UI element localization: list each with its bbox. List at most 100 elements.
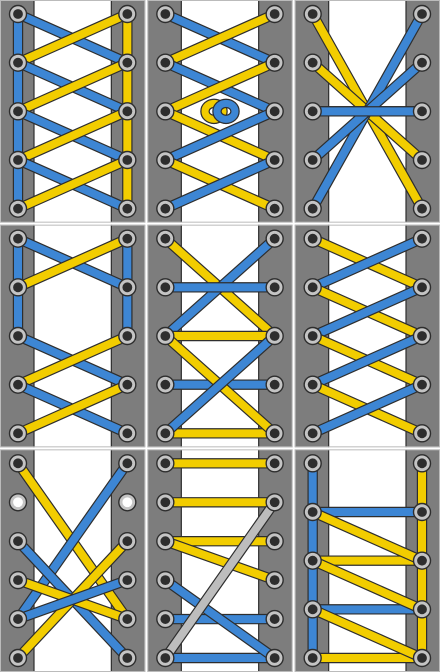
lacing-panel bbox=[294, 449, 440, 672]
eyelet-hole bbox=[160, 428, 171, 439]
eyelet-hole bbox=[307, 331, 318, 341]
eyelet-hole bbox=[13, 536, 23, 547]
eyelet-hole bbox=[122, 203, 133, 214]
eyelet-hole bbox=[269, 9, 280, 19]
panel-content bbox=[147, 0, 293, 223]
eyelet-hole bbox=[122, 282, 133, 293]
eyelet-hole bbox=[13, 575, 23, 586]
eyelet-hole bbox=[269, 331, 280, 341]
eyelet-hole bbox=[269, 497, 280, 508]
eyelet-hole bbox=[160, 9, 171, 19]
blue-lace-segment bbox=[308, 332, 427, 389]
eyelet-hole bbox=[160, 57, 171, 68]
eyelet-hole bbox=[13, 282, 23, 293]
eyelet-hole bbox=[307, 106, 318, 117]
eyelet-hole bbox=[13, 653, 23, 663]
lacing-panel bbox=[0, 0, 146, 223]
knot-loop-blue bbox=[213, 99, 239, 123]
eyelet-hole bbox=[160, 203, 171, 214]
eyelet-hole bbox=[122, 233, 133, 244]
blue-lace-segment bbox=[161, 332, 279, 438]
eyelet-hole bbox=[160, 497, 171, 508]
lacing-panel bbox=[0, 449, 146, 672]
panel-border bbox=[147, 224, 293, 448]
eyelet-hole bbox=[417, 507, 427, 517]
eyelet-hole bbox=[13, 106, 23, 117]
blue-lace-segment bbox=[308, 234, 427, 292]
eyelet-hole bbox=[307, 379, 318, 390]
eyelet-hole bbox=[122, 155, 133, 165]
blue-lace-segment bbox=[161, 107, 279, 164]
eyelet-hole bbox=[13, 233, 23, 244]
eyelet-hole bbox=[417, 458, 427, 469]
eyelet-hole bbox=[122, 653, 133, 663]
eyelet-hole bbox=[122, 536, 133, 547]
panel-border bbox=[0, 224, 146, 448]
eyelet-hole bbox=[269, 203, 280, 214]
blue-lace-segment bbox=[14, 576, 132, 624]
panel-content bbox=[294, 449, 440, 672]
eyelet-hole bbox=[122, 9, 133, 19]
eyelet-hole bbox=[122, 106, 133, 117]
yellow-lace-segment bbox=[14, 58, 132, 116]
eyelet-hole bbox=[13, 155, 23, 165]
eyelet-hole bbox=[13, 203, 23, 214]
eyelet-hole bbox=[269, 536, 280, 547]
eyelet-hole bbox=[160, 458, 171, 469]
blue-lace-segment bbox=[161, 156, 279, 213]
eyelet-hole bbox=[122, 57, 133, 68]
eyelet-hole bbox=[160, 536, 171, 547]
panel-content bbox=[0, 0, 146, 223]
eyelet-hole bbox=[160, 575, 171, 586]
panel-content bbox=[0, 449, 146, 672]
blue-lace-segment bbox=[14, 459, 132, 624]
eyelet-hole bbox=[122, 428, 133, 439]
eyelet-hole bbox=[269, 428, 280, 439]
eyelet-hole bbox=[417, 555, 427, 566]
yellow-lace-segment bbox=[161, 537, 279, 585]
eyelet-hole bbox=[160, 155, 171, 165]
grey-lace-segment bbox=[161, 498, 279, 662]
eyelet-hole bbox=[307, 57, 318, 68]
yellow-lace-segment bbox=[14, 156, 132, 213]
yellow-lace-segment bbox=[14, 234, 132, 292]
right-flap bbox=[258, 449, 293, 672]
yellow-lace-segment bbox=[14, 332, 132, 389]
eyelet-hole bbox=[417, 106, 427, 117]
eyelet-hole bbox=[417, 233, 427, 244]
eyelet-hole bbox=[269, 379, 280, 390]
eyelet-hole bbox=[269, 282, 280, 293]
open-eyelet-hole bbox=[122, 497, 133, 508]
knot-loop-yellow bbox=[201, 99, 227, 123]
eyelet-hole bbox=[269, 458, 280, 469]
blue-lace-segment bbox=[308, 380, 427, 438]
lacing-panel bbox=[294, 0, 440, 223]
panel-border bbox=[147, 0, 293, 223]
eyelet-hole bbox=[417, 57, 427, 68]
eyelet-hole bbox=[417, 604, 427, 615]
eyelet-hole bbox=[307, 458, 318, 469]
panel-content bbox=[147, 449, 293, 672]
lacing-panel bbox=[0, 224, 146, 448]
eyelet-hole bbox=[13, 9, 23, 19]
eyelet-hole bbox=[160, 233, 171, 244]
yellow-lace-segment bbox=[308, 605, 427, 662]
eyelet-hole bbox=[269, 106, 280, 117]
eyelet-hole bbox=[307, 507, 318, 517]
lacing-panel bbox=[147, 449, 293, 672]
yellow-lace-segment bbox=[161, 58, 279, 116]
eyelet-hole bbox=[269, 155, 280, 165]
panel-border bbox=[0, 0, 146, 223]
eyelet-hole bbox=[307, 155, 318, 165]
eyelet-hole bbox=[13, 57, 23, 68]
eyelet-hole bbox=[417, 282, 427, 293]
eyelet-hole bbox=[122, 331, 133, 341]
blue-lace-segment bbox=[161, 576, 279, 662]
eyelet-hole bbox=[160, 379, 171, 390]
eyelet-hole bbox=[160, 106, 171, 117]
eyelet-hole bbox=[417, 428, 427, 439]
yellow-lace-segment bbox=[14, 107, 132, 164]
lacing-panel bbox=[147, 0, 293, 223]
eyelet-hole bbox=[417, 379, 427, 390]
